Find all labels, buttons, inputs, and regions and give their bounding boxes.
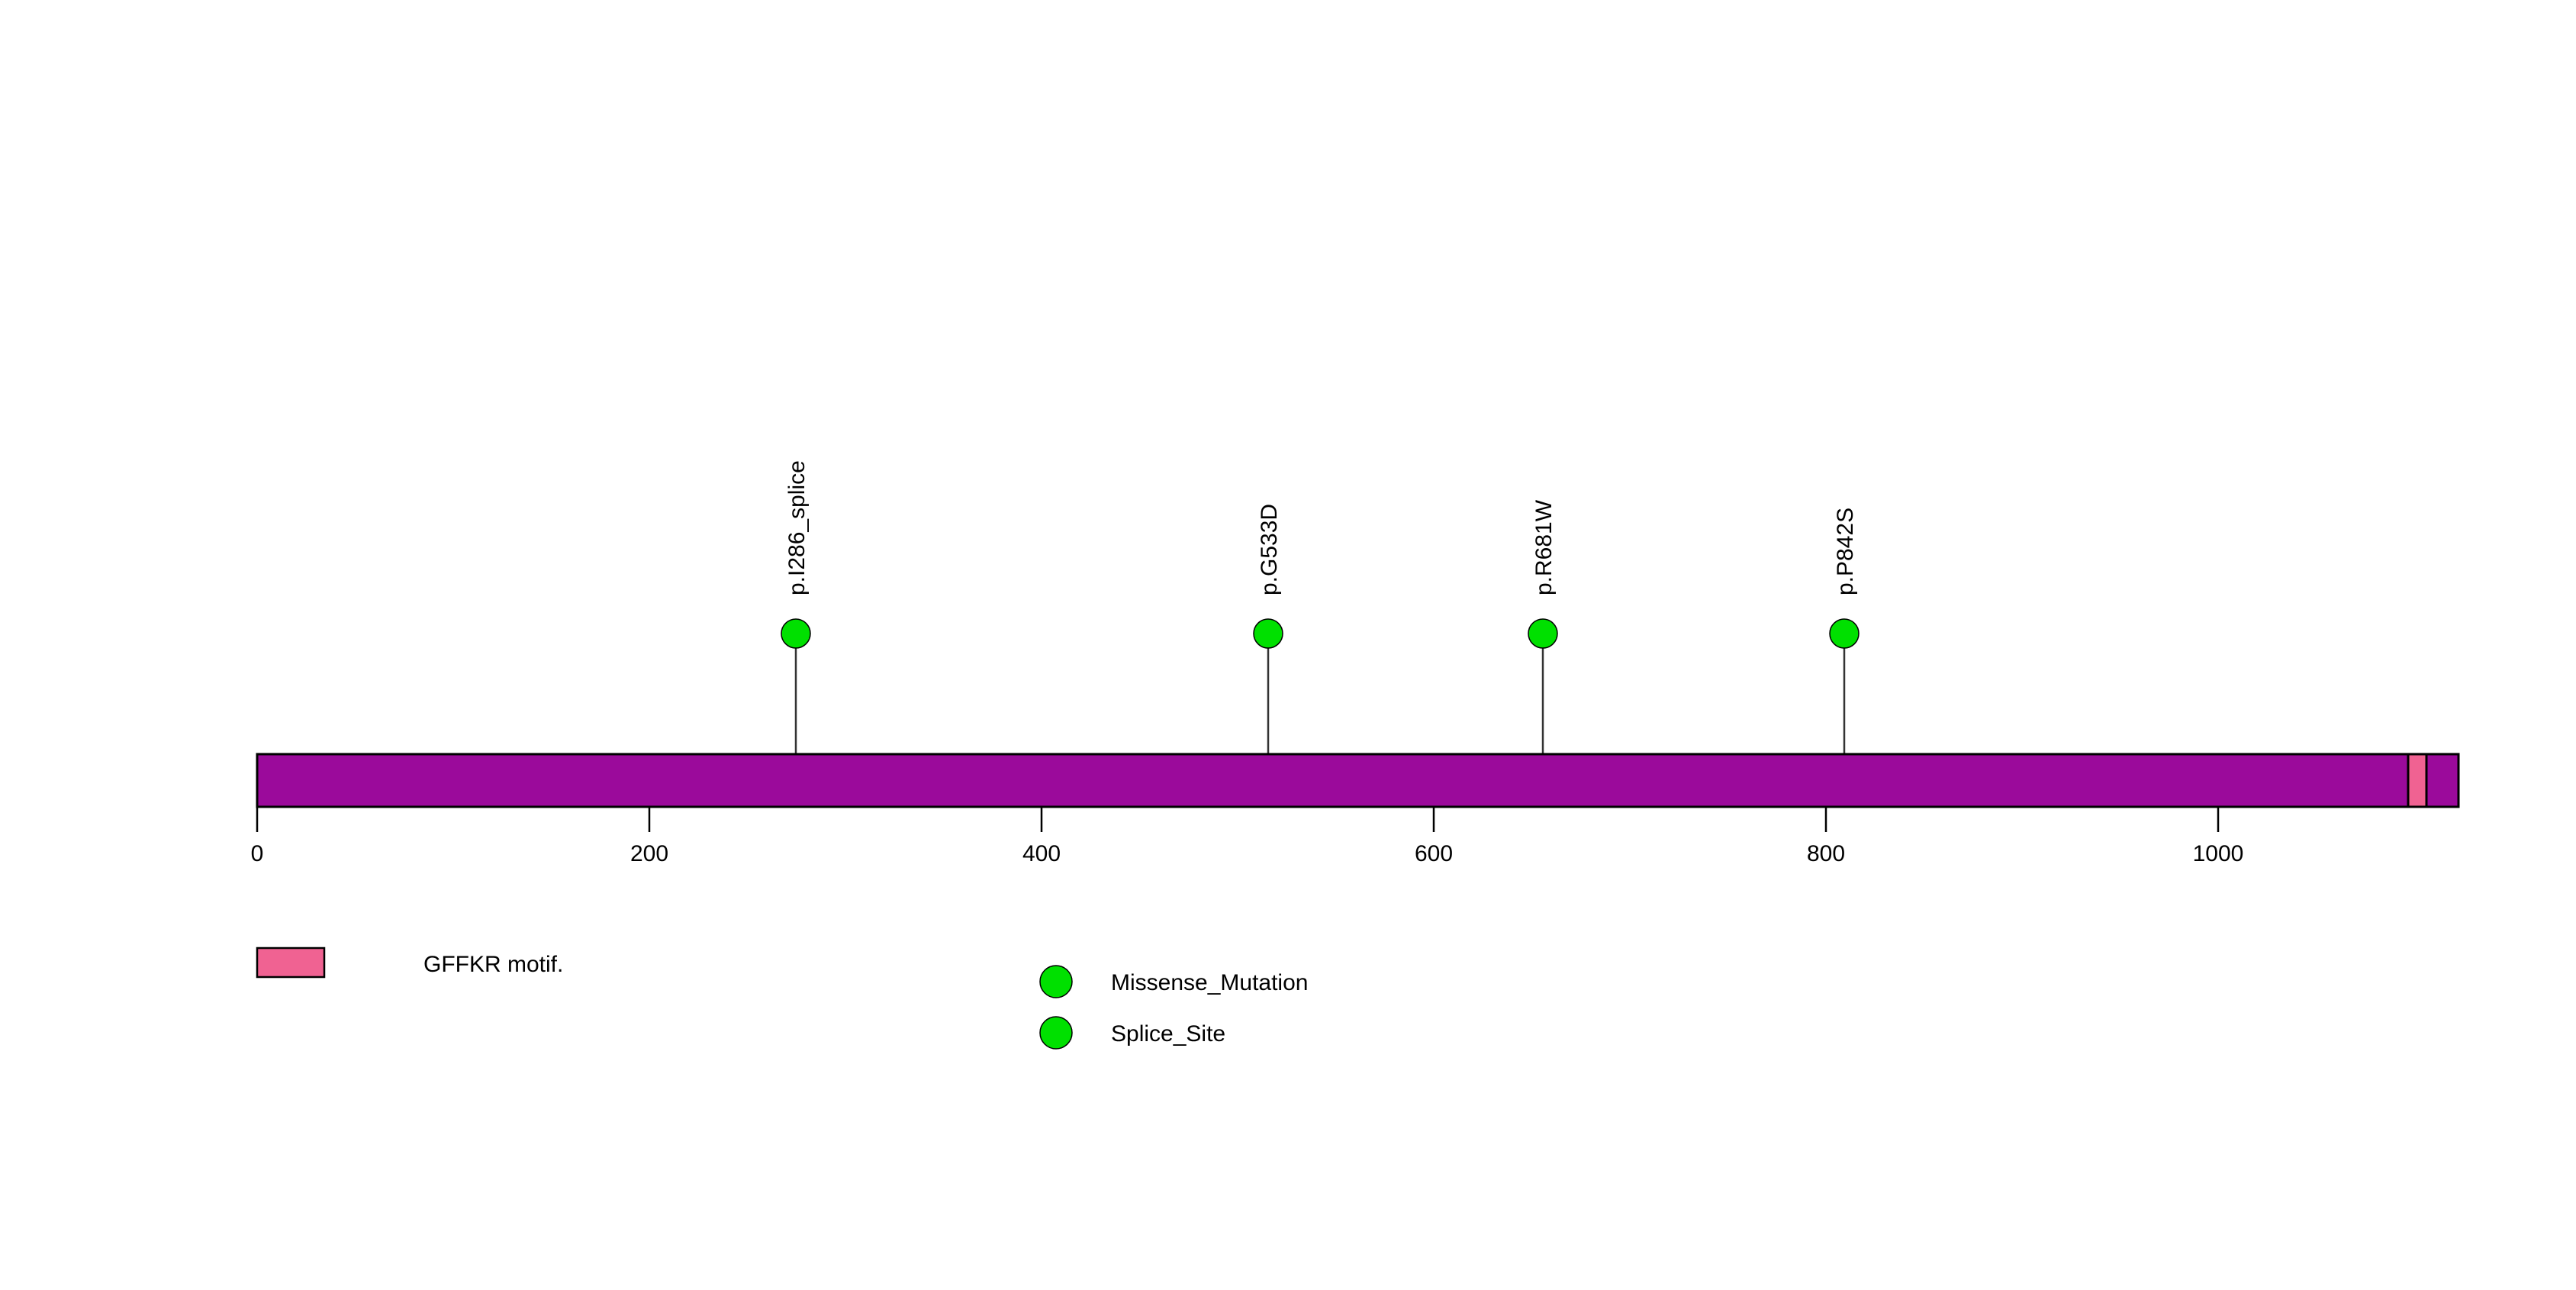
axis-tick-label: 600 bbox=[1415, 841, 1453, 866]
lollipop-head[interactable] bbox=[1528, 618, 1558, 649]
protein-backbone[interactable] bbox=[256, 753, 2460, 808]
x-axis-tick-labels: 0 200 400 600 800 1000 bbox=[251, 841, 2244, 866]
legend-marker-missense-mutation[interactable] bbox=[1039, 965, 1073, 998]
axis-tick-label: 400 bbox=[1022, 841, 1061, 866]
lollipop-heads[interactable] bbox=[781, 618, 1860, 649]
lollipop-head[interactable] bbox=[1829, 618, 1860, 649]
mutation-legend: Missense_Mutation Splice_Site bbox=[1039, 965, 1308, 1050]
legend-label-splice-site: Splice_Site bbox=[1111, 1021, 1225, 1047]
mutation-label: p.I286_splice bbox=[784, 460, 810, 595]
mutation-label: p.P842S bbox=[1833, 508, 1858, 595]
mutation-labels: p.I286_splice p.G533D p.R681W p.P842S bbox=[784, 460, 1858, 595]
axis-tick-label: 200 bbox=[630, 841, 668, 866]
domain-legend: GFFKR motif. bbox=[256, 947, 563, 979]
axis-tick-label: 0 bbox=[251, 841, 264, 866]
axis-tick-label: 800 bbox=[1807, 841, 1845, 866]
legend-label-gffkr-motif: GFFKR motif. bbox=[423, 952, 563, 977]
mutation-label: p.G533D bbox=[1257, 504, 1282, 595]
axis-tick-label: 1000 bbox=[2193, 841, 2244, 866]
legend-swatch-gffkr-motif[interactable] bbox=[256, 947, 326, 979]
domain-gffkr-motif[interactable] bbox=[2407, 753, 2428, 808]
mutation-label: p.R681W bbox=[1531, 499, 1557, 595]
x-axis-ticks bbox=[256, 807, 2220, 832]
legend-marker-splice-site[interactable] bbox=[1039, 1016, 1073, 1050]
lollipop-head[interactable] bbox=[781, 618, 811, 649]
legend-label-missense-mutation: Missense_Mutation bbox=[1111, 970, 1308, 995]
lollipop-head[interactable] bbox=[1253, 618, 1283, 649]
